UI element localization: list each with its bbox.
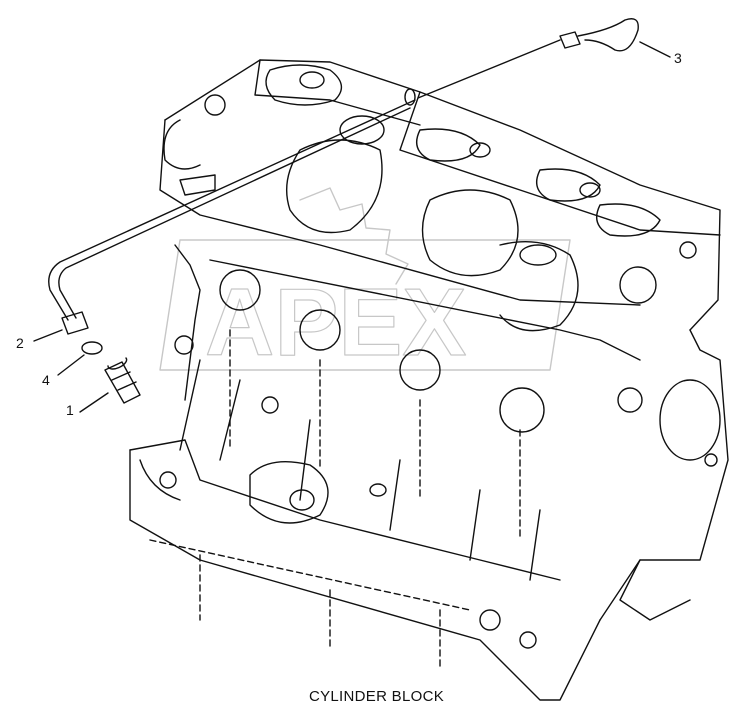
leader-line-3 [639, 41, 671, 58]
leader-lines [33, 41, 671, 413]
cylinder-block [129, 59, 729, 701]
callout-4: 4 [42, 372, 50, 388]
watermark-text: APEX [205, 269, 466, 376]
leader-line-1 [79, 392, 109, 413]
callout-3: 3 [674, 50, 682, 66]
dipstick [417, 18, 639, 99]
callout-1: 1 [66, 402, 74, 418]
leader-line-4 [57, 354, 85, 376]
dipstick-guide-tube [48, 88, 416, 335]
diagram-caption: CYLINDER BLOCK [308, 688, 445, 705]
watermark-logo: APEX [159, 187, 571, 377]
callout-2: 2 [16, 335, 24, 351]
adapter-fitting [104, 357, 141, 404]
o-ring [81, 341, 103, 355]
leader-line-2 [33, 329, 63, 342]
